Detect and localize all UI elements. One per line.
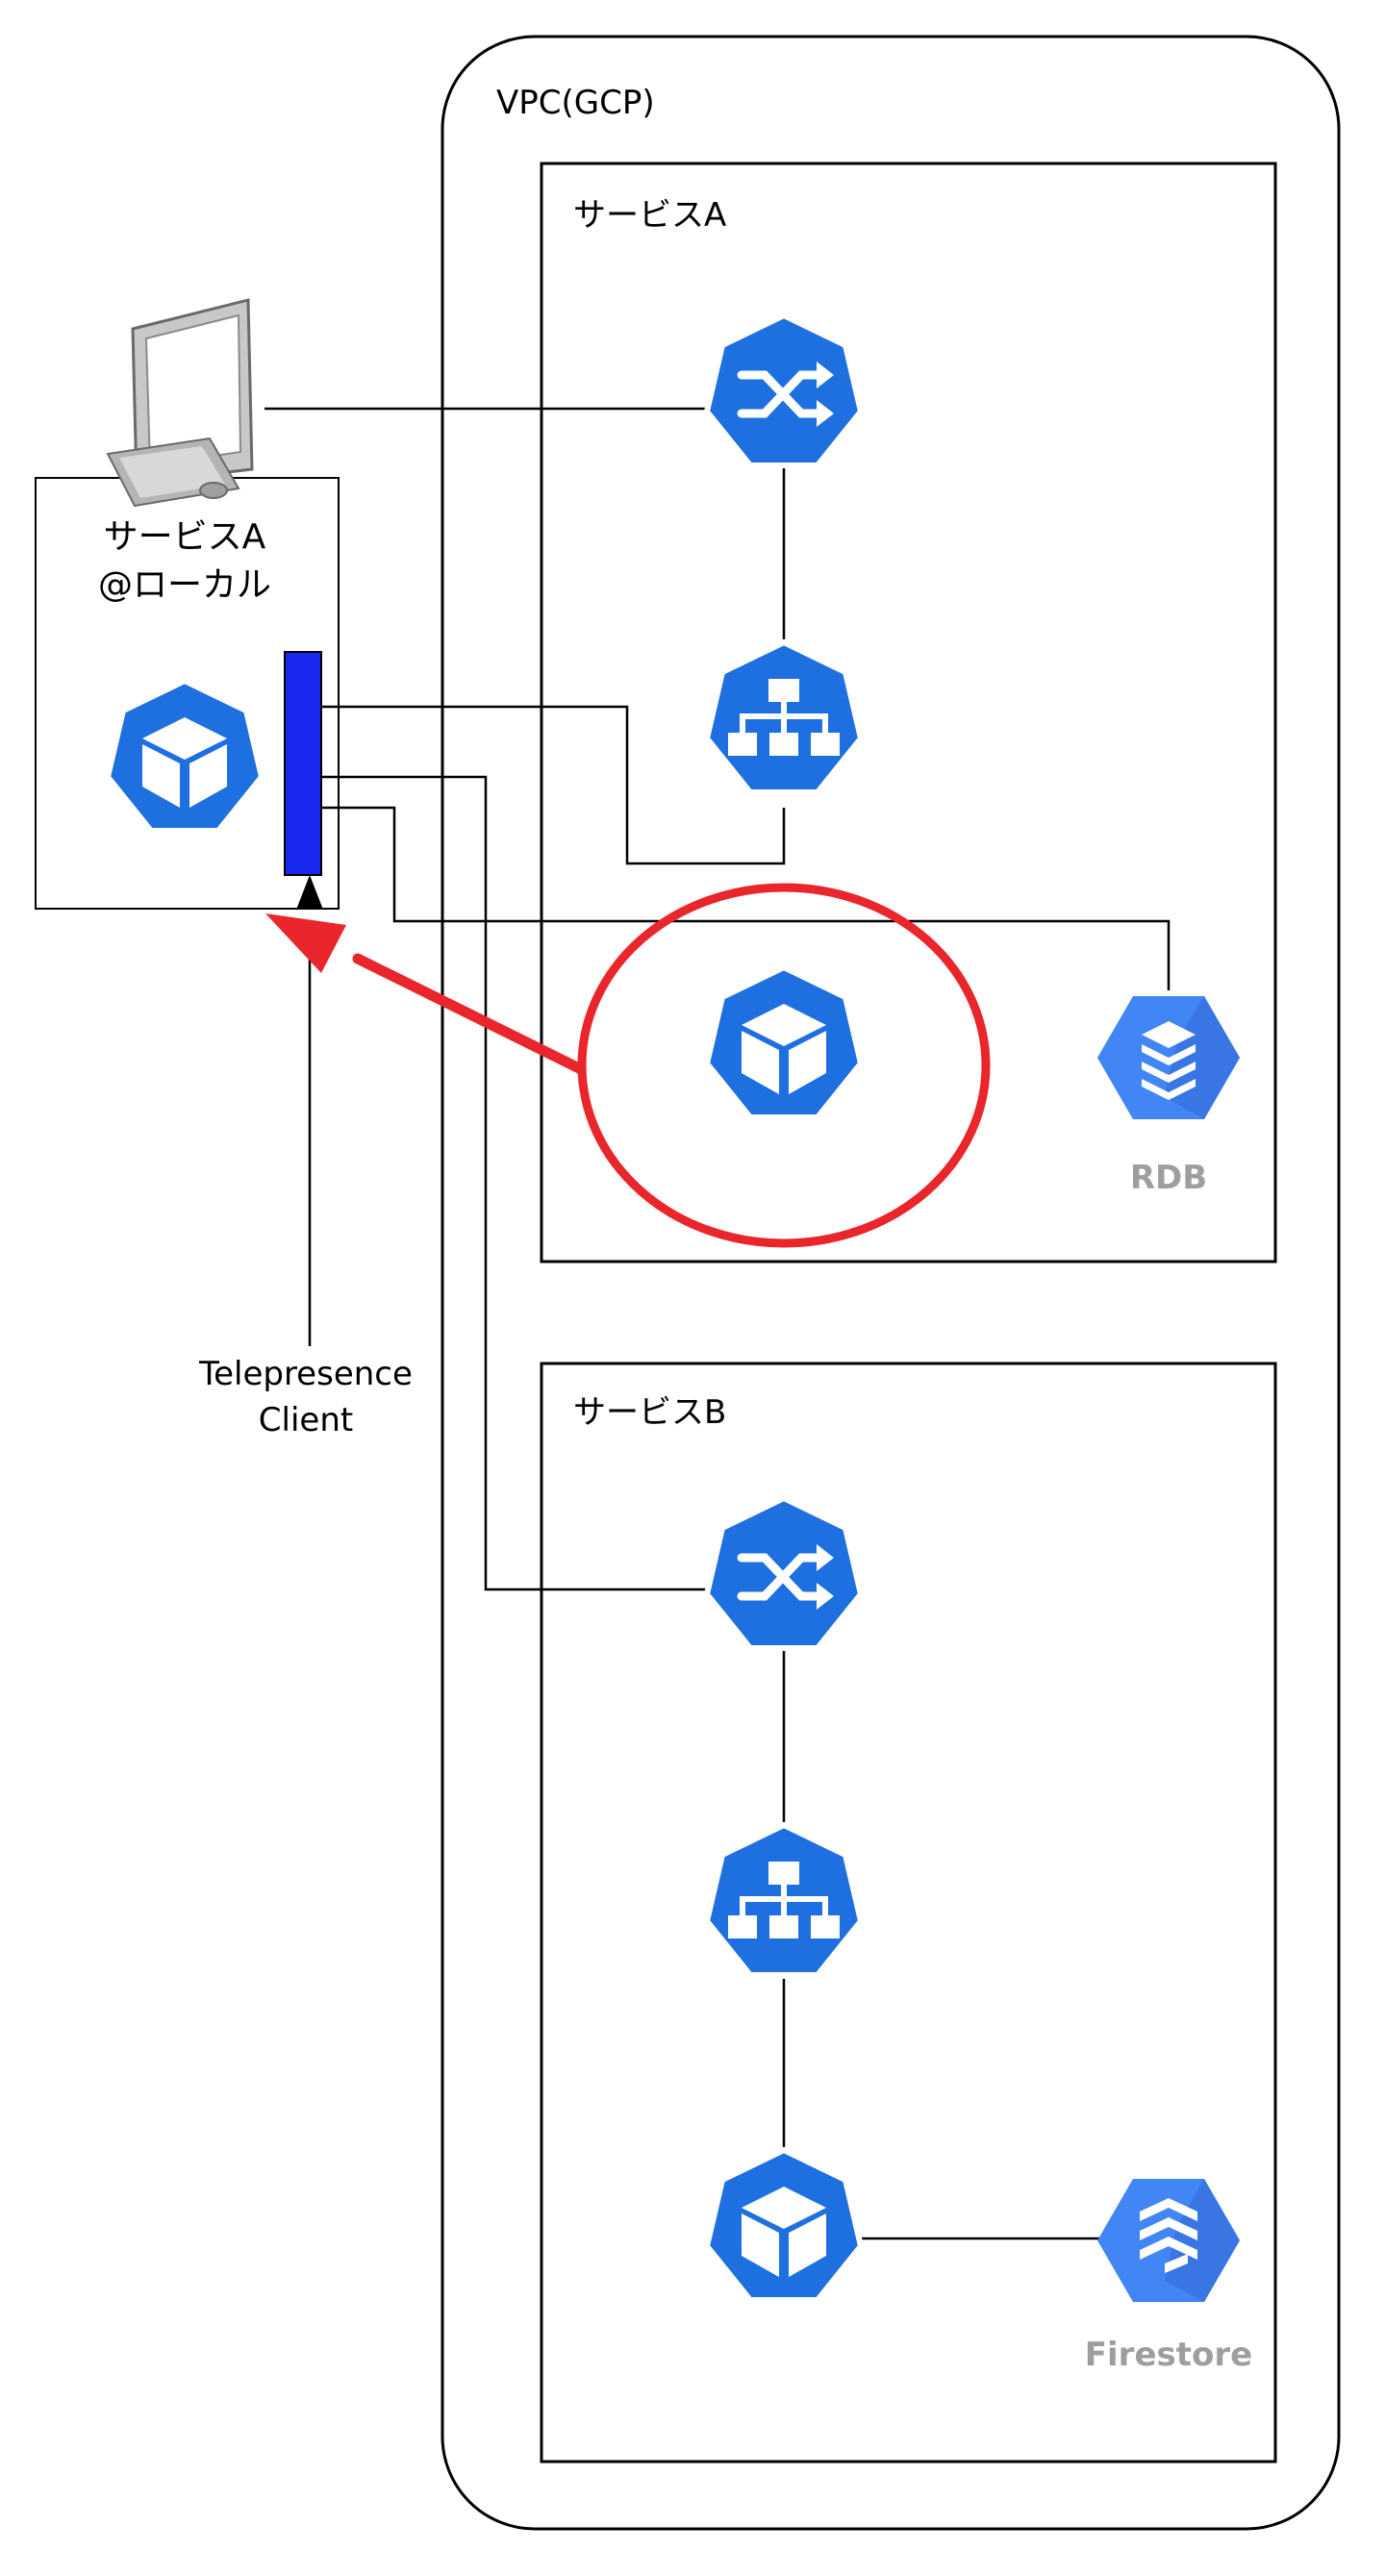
rdb-database-layers-icon [1097,996,1240,1119]
local-title-line2: @ローカル [98,565,271,605]
firestore-icon [1097,2179,1240,2302]
service-a-ingress-shuffle-icon [707,315,861,465]
vpc-title: VPC(GCP) [496,84,655,122]
desktop-computer-icon [108,300,252,506]
service-b-pod-cube-icon [707,2150,861,2300]
highlight-arrow [265,913,581,1069]
firestore-label: Firestore [1085,2336,1252,2374]
service-b-title: サービスB [573,1393,726,1432]
service-a-service-hierarchy-icon [707,642,861,792]
telepresence-label-line1: Telepresence [198,1355,413,1393]
connector-lines [264,409,1169,2238]
telepresence-label-line2: Client [259,1401,353,1439]
service-b-service-hierarchy-icon [707,1825,861,1975]
local-title-line1: サービスA [104,517,266,557]
rdb-label: RDB [1130,1159,1207,1197]
vpc-container [442,37,1339,2529]
service-b-ingress-shuffle-icon [707,1498,861,1648]
service-a-title: サービスA [573,196,726,235]
telepresence-bar [285,652,321,875]
service-a-pod-cube-icon [707,967,861,1117]
